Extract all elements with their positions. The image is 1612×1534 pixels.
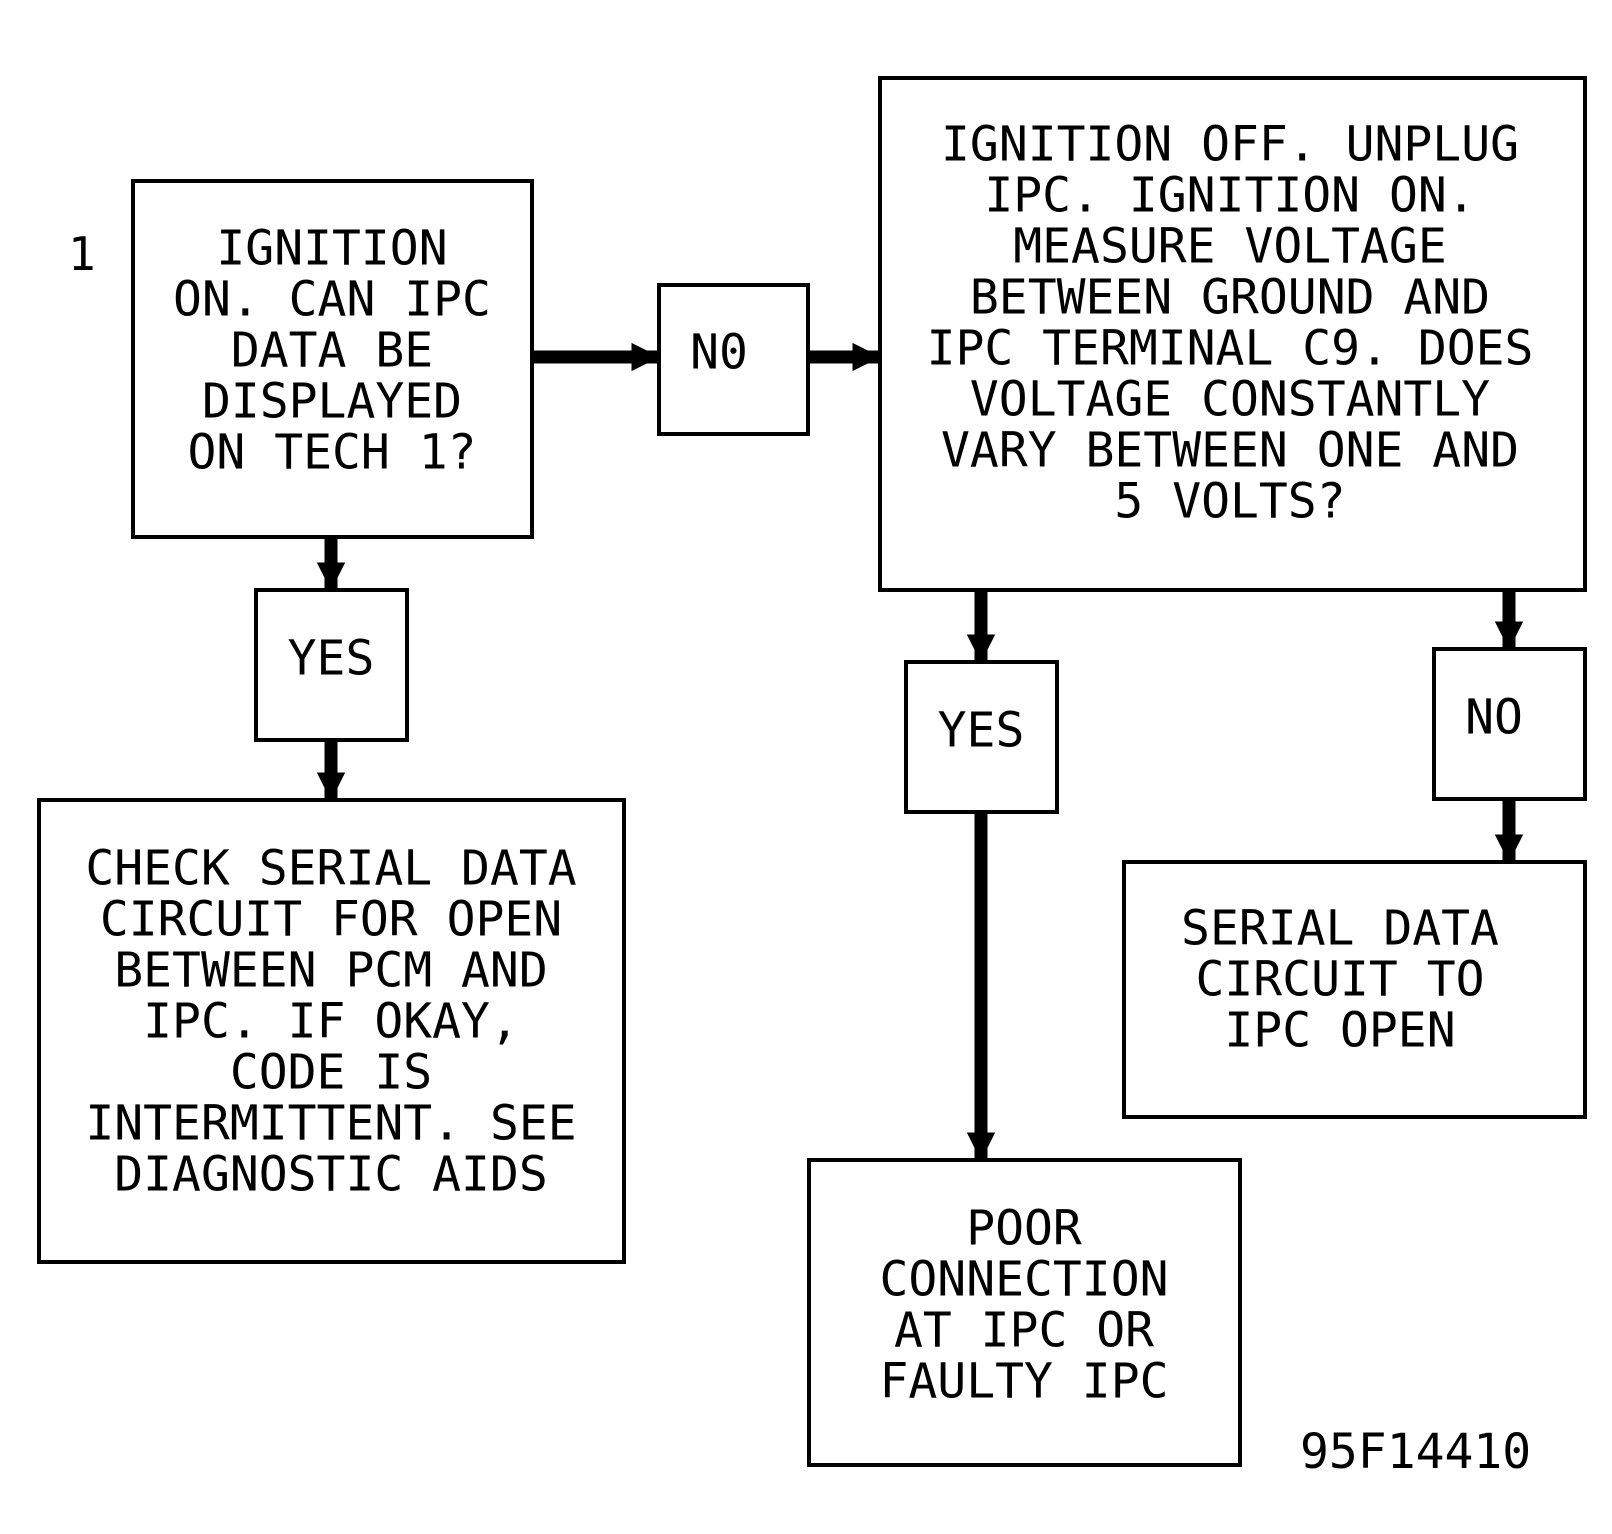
box-no-2-text: NO (1465, 689, 1523, 745)
figure-id: 95F14410 (1300, 1424, 1531, 1480)
box-text-line: BETWEEN GROUND AND (970, 269, 1490, 325)
box-text-line: CIRCUIT TO (1196, 951, 1485, 1007)
box-text-line: YES (938, 702, 1025, 758)
box-text-line: YES (288, 630, 375, 686)
box-text-line: CHECK SERIAL DATA (85, 840, 576, 896)
box-text-line: POOR (966, 1200, 1082, 1256)
box-yes-2-text: YES (938, 702, 1025, 758)
box-text-line: CIRCUIT FOR OPEN (100, 891, 562, 947)
box-text-line: IGNITION OFF. UNPLUG (941, 116, 1519, 172)
box-text-line: FAULTY IPC (880, 1353, 1169, 1409)
box-text-line: 5 VOLTS? (1114, 473, 1345, 529)
box-text-line: BETWEEN PCM AND (114, 942, 547, 998)
step-number: 1 (68, 227, 96, 281)
box-yes-2: YES (904, 660, 1059, 814)
box-text-line: IPC. IGNITION ON. (984, 167, 1475, 223)
box-text-line: CONNECTION (880, 1251, 1169, 1307)
box-text-line: INTERMITTENT. SEE (85, 1095, 576, 1151)
box-no-1-text: N0 (690, 324, 748, 380)
box-text-line: N0 (690, 324, 748, 380)
box-text-line: IPC. IF OKAY, (143, 993, 519, 1049)
box-text-line: AT IPC OR (894, 1302, 1154, 1358)
box-text-line: SERIAL DATA (1181, 900, 1499, 956)
box-yes-1: YES (254, 588, 409, 742)
box-text-line: ON TECH 1? (188, 424, 477, 480)
box-text-line: VOLTAGE CONSTANTLY (970, 371, 1490, 427)
box-text-line: DIAGNOSTIC AIDS (114, 1146, 547, 1202)
box-text-line: VARY BETWEEN ONE AND (941, 422, 1519, 478)
box-text-line: NO (1465, 689, 1523, 745)
box-text-line: CODE IS (230, 1044, 432, 1100)
box-text-line: IPC OPEN (1224, 1002, 1455, 1058)
box-no-2: NO (1432, 647, 1587, 801)
box-yes-1-text: YES (288, 630, 375, 686)
box-text-line: ON. CAN IPC (173, 271, 491, 327)
box-text-line: DATA BE (231, 322, 433, 378)
box-text-line: MEASURE VOLTAGE (1013, 218, 1446, 274)
box-text-line: IGNITION (216, 220, 447, 276)
box-text-line: DISPLAYED (202, 373, 462, 429)
box-no-1: N0 (657, 283, 810, 436)
box-text-line: IPC TERMINAL C9. DOES (927, 320, 1534, 376)
